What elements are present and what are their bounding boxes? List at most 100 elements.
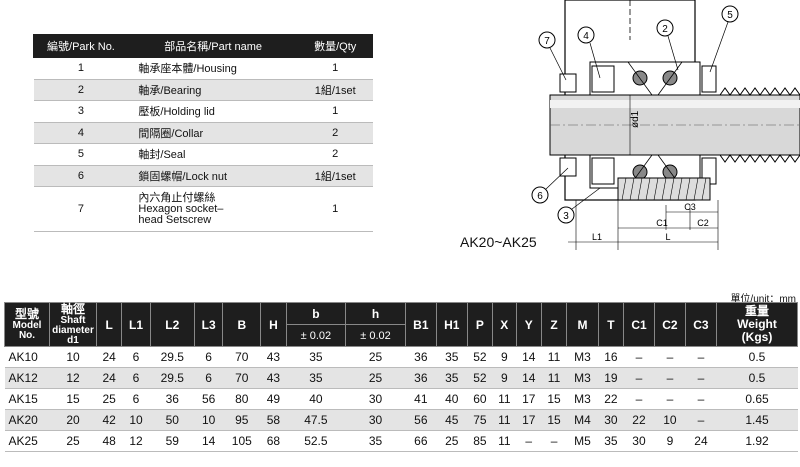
value-cell: 52 bbox=[467, 367, 493, 389]
part-number: 1 bbox=[33, 57, 129, 80]
tol-h: ± 0.02 bbox=[345, 324, 406, 347]
value-cell: – bbox=[654, 367, 686, 389]
value-cell: 14 bbox=[516, 346, 542, 368]
svg-text:5: 5 bbox=[727, 10, 733, 21]
value-cell: 11 bbox=[492, 409, 517, 431]
value-cell: 40 bbox=[286, 388, 346, 410]
svg-text:7: 7 bbox=[544, 36, 550, 47]
model-cell: AK15 bbox=[4, 388, 50, 410]
value-cell: M3 bbox=[566, 367, 599, 389]
value-cell: 58 bbox=[260, 409, 287, 431]
dim-l: L bbox=[665, 232, 670, 242]
value-cell: 47.5 bbox=[286, 409, 346, 431]
col-b: b bbox=[285, 302, 347, 325]
value-cell: – bbox=[685, 409, 717, 431]
value-cell: 42 bbox=[96, 409, 122, 431]
value-cell: – bbox=[541, 430, 567, 452]
parts-table-header: 編號/Park No. 部品名稱/Part name 數量/Qty bbox=[33, 34, 373, 58]
col-c2: C2 bbox=[653, 302, 686, 347]
value-cell: 22 bbox=[598, 388, 624, 410]
value-cell: – bbox=[654, 346, 686, 368]
value-cell: 41 bbox=[405, 388, 437, 410]
value-cell: 6 bbox=[121, 346, 151, 368]
value-cell: 10 bbox=[654, 409, 686, 431]
part-qty: 1 bbox=[297, 57, 373, 80]
model-cell: AK10 bbox=[4, 346, 50, 368]
value-cell: 6 bbox=[194, 346, 223, 368]
value-cell: – bbox=[685, 367, 717, 389]
col-m: M bbox=[566, 302, 599, 347]
value-cell: 50 bbox=[150, 409, 195, 431]
callout-5: 5 bbox=[709, 5, 739, 73]
callout-4: 4 bbox=[577, 26, 601, 79]
part-number: 5 bbox=[33, 143, 129, 166]
dims-tolerance-row: ± 0.02 ± 0.02 bbox=[5, 324, 798, 347]
dim-l1: L1 bbox=[592, 232, 602, 242]
part-name-line: 間隔圈/Collar bbox=[138, 127, 204, 140]
value-cell: 24 bbox=[685, 430, 717, 452]
part-name: 間隔圈/Collar bbox=[128, 121, 298, 144]
value-cell: 35 bbox=[286, 346, 346, 368]
callout-6: 6 bbox=[531, 167, 569, 204]
value-cell: 30 bbox=[623, 430, 655, 452]
value-cell: 56 bbox=[194, 388, 223, 410]
part-name: 鎖固螺帽/Lock nut bbox=[128, 164, 298, 187]
col-x: X bbox=[492, 302, 517, 347]
part-name-line: 鎖固螺帽/Lock nut bbox=[138, 170, 228, 183]
part-qty: 2 bbox=[297, 143, 373, 166]
dim-c1: C1 bbox=[656, 218, 668, 228]
value-cell: 1.92 bbox=[716, 430, 798, 452]
part-name-line: head Setscrew bbox=[138, 213, 212, 226]
value-cell: 43 bbox=[260, 346, 287, 368]
value-cell: 25 bbox=[49, 430, 97, 452]
value-cell: 95 bbox=[222, 409, 261, 431]
part-name-line: 壓板/Holding lid bbox=[138, 106, 215, 119]
value-cell: – bbox=[516, 430, 542, 452]
dim-c3: C3 bbox=[684, 202, 696, 212]
value-cell: M4 bbox=[566, 409, 599, 431]
col-y: Y bbox=[515, 302, 542, 347]
value-cell: 59 bbox=[150, 430, 195, 452]
model-cell: AK20 bbox=[4, 409, 50, 431]
callout-7: 7 bbox=[538, 31, 567, 81]
value-cell: 66 bbox=[405, 430, 437, 452]
value-cell: 25 bbox=[96, 388, 122, 410]
svg-text:4: 4 bbox=[583, 31, 589, 42]
svg-text:6: 6 bbox=[537, 191, 543, 202]
value-cell: 22 bbox=[623, 409, 655, 431]
part-name: 壓板/Holding lid bbox=[128, 100, 298, 123]
part-name: 軸承/Bearing bbox=[128, 78, 298, 101]
value-cell: 70 bbox=[222, 367, 261, 389]
svg-text:3: 3 bbox=[563, 211, 569, 222]
value-cell: 25 bbox=[345, 346, 406, 368]
value-cell: 56 bbox=[405, 409, 437, 431]
value-cell: 15 bbox=[541, 388, 567, 410]
value-cell: 15 bbox=[49, 388, 97, 410]
col-l: L bbox=[95, 302, 123, 347]
value-cell: – bbox=[623, 388, 655, 410]
value-cell: M3 bbox=[566, 346, 599, 368]
col-part-no: 編號/Park No. bbox=[33, 34, 129, 58]
col-b-upper: B bbox=[222, 302, 262, 347]
part-name: 軸封/Seal bbox=[128, 143, 298, 166]
col-l2: L2 bbox=[149, 302, 195, 347]
value-cell: 9 bbox=[492, 367, 517, 389]
value-cell: 9 bbox=[492, 346, 517, 368]
col-l1: L1 bbox=[121, 302, 151, 347]
value-cell: 35 bbox=[598, 430, 624, 452]
value-cell: 30 bbox=[345, 388, 406, 410]
value-cell: 9 bbox=[654, 430, 686, 452]
value-cell: 45 bbox=[436, 409, 468, 431]
